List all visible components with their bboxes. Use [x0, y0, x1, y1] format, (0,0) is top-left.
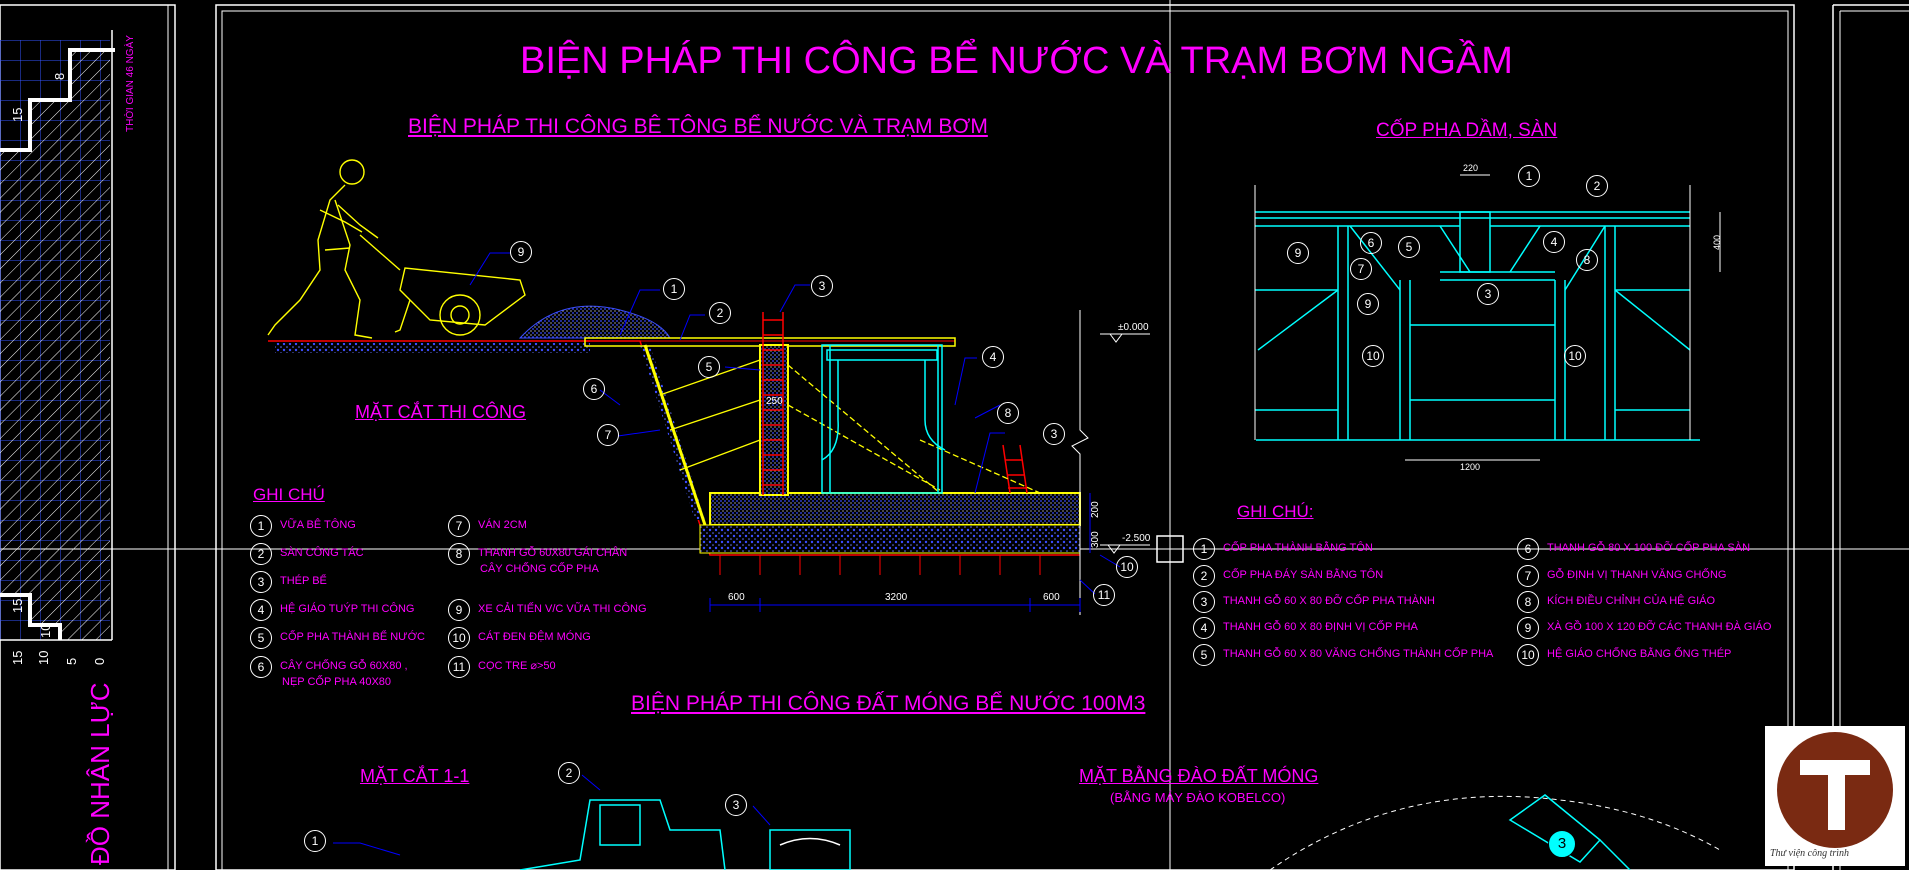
chart-top-value-2: 8	[52, 72, 67, 80]
dim-250: 250	[766, 396, 783, 407]
dim-300: 300	[1090, 531, 1101, 548]
fw-callout-2: 2	[1586, 175, 1616, 197]
beam-slab-formwork-drawing	[1255, 211, 1700, 441]
fw-callout-10a: 10	[1362, 345, 1392, 367]
fw-callout-5: 5	[1398, 236, 1428, 258]
callout-6: 6	[583, 378, 613, 400]
concrete-notes-title: GHI CHÚ	[253, 485, 325, 504]
earthwork-title: BIỆN PHÁP THI CÔNG ĐẤT MÓNG BỂ NƯỚC 100M…	[631, 692, 1146, 715]
chart-bottom-value-2: 10	[38, 623, 53, 638]
fw-callout-9: 9	[1287, 242, 1317, 264]
concrete-section-title: BIỆN PHÁP THI CÔNG BÊ TÔNG BỂ NƯỚC VÀ TR…	[408, 115, 988, 138]
dim-200: 200	[1090, 501, 1101, 518]
chart-bottom-value-1: 15	[10, 598, 25, 613]
ew-callout-1: 1	[304, 830, 334, 852]
thu-vien-cong-trinh-logo	[1765, 726, 1905, 866]
level-bottom: -2.500	[1122, 533, 1151, 544]
fw-dim-400: 400	[1712, 234, 1722, 250]
fw-callout-9b: 9	[1357, 293, 1387, 315]
chart-tick-10: 10	[36, 650, 51, 665]
dim-3200: 3200	[885, 592, 908, 603]
fw-callout-1: 1	[1518, 165, 1548, 187]
labor-chart	[0, 30, 115, 641]
dim-600-right: 600	[1043, 592, 1060, 603]
crosshair-pickbox	[1156, 535, 1184, 563]
formwork-notes-title: GHI CHÚ:	[1237, 502, 1314, 521]
fw-callout-6: 6	[1360, 232, 1390, 254]
ew-callout-3: 3	[725, 794, 755, 816]
ew-callout-2: 2	[558, 762, 588, 784]
callout-3-right: 3	[1043, 423, 1073, 445]
callout-2: 2	[709, 302, 739, 324]
fw-callout-3: 3	[1477, 283, 1507, 305]
fw-callout-4: 4	[1543, 231, 1573, 253]
logo-caption: Thư viện công trình	[1770, 848, 1850, 859]
chart-tick-15: 15	[10, 650, 25, 665]
tank-section-drawing	[469, 252, 1150, 615]
excavation-plan-sub: (BẰNG MÁY ĐÀO KOBELCO)	[1110, 790, 1286, 805]
excavation-plan-label: MẶT BẰNG ĐÀO ĐẤT MÓNG	[1079, 766, 1319, 786]
labor-chart-label: ĐỒ NHÂN LỰC	[85, 682, 115, 865]
ew-callout-3-plan: 3	[1548, 830, 1584, 858]
fw-dim-220: 220	[1463, 163, 1479, 173]
construction-section-label: MẶT CẮT THI CÔNG	[355, 402, 527, 422]
section-1-1-label: MẶT CẮT 1-1	[360, 766, 470, 786]
time-label: THỜI GIAN 46 NGÀY	[125, 35, 136, 132]
callout-3: 3	[811, 275, 841, 297]
fw-callout-10b: 10	[1564, 345, 1594, 367]
callout-9: 9	[510, 241, 540, 263]
callout-11: 11	[1093, 584, 1123, 606]
callout-4: 4	[982, 346, 1012, 368]
dim-600-left: 600	[728, 592, 745, 603]
left-sheet-frame	[0, 4, 176, 870]
fw-callout-8: 8	[1576, 249, 1606, 271]
note-6-line2: NẸP CỐP PHA 40X80	[282, 676, 392, 688]
fw-callout-7: 7	[1350, 258, 1380, 280]
formwork-title: CỐP PHA DẦM, SÀN	[1376, 120, 1558, 141]
callout-8: 8	[997, 402, 1027, 424]
chart-tick-0: 0	[92, 657, 107, 665]
main-title: BIỆN PHÁP THI CÔNG BỂ NƯỚC VÀ TRẠM BƠM N…	[520, 40, 1513, 82]
fw-dim-1200: 1200	[1460, 462, 1481, 472]
callout-5: 5	[698, 356, 728, 378]
level-top: ±0.000	[1118, 322, 1149, 333]
chart-top-value-1: 15	[10, 107, 25, 122]
note-8-line2: CÂY CHỐNG CỐP PHA	[480, 563, 599, 575]
chart-tick-5: 5	[64, 657, 79, 665]
callout-10: 10	[1116, 556, 1146, 578]
callout-1: 1	[663, 278, 693, 300]
callout-7: 7	[597, 424, 627, 446]
excavator-section	[519, 799, 851, 870]
main-sheet-frame	[215, 4, 1795, 870]
worker-wheelbarrow-figure	[267, 159, 526, 339]
